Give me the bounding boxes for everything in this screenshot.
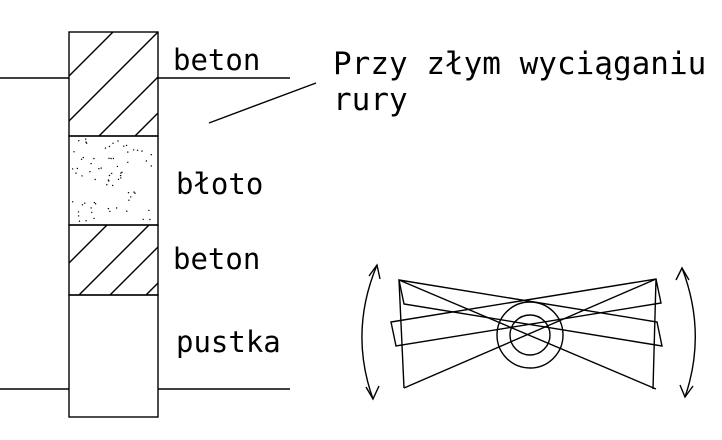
mud-dot [145,160,148,162]
mud-dot [108,157,110,159]
mud-dot [110,157,112,160]
bar-end-left [398,279,405,389]
mud-dot [108,174,111,177]
mud-dot [78,140,80,142]
mud-dot [128,199,130,201]
mud-dot [93,157,95,160]
mud-dot [150,154,152,156]
mud-dot [142,218,144,221]
mud-dot [81,175,83,177]
mud-dot [116,165,119,168]
mud-dot [94,203,97,205]
mud-dot [107,179,110,181]
mud-dot [84,202,86,204]
mud-dot [133,191,135,193]
mud-dot [115,207,118,209]
mud-dot [85,142,88,144]
mud-dot [112,184,114,187]
mud-dot [85,138,87,140]
void-layer [68,294,159,418]
mud-dot [117,140,119,142]
rotated-bar-lower [390,278,662,347]
label-void: pustka [176,325,281,359]
mud-dot [123,145,125,147]
mud-dot [85,141,87,143]
label-concrete-top: beton [173,43,260,77]
rotated-bar-upper [398,279,663,347]
mud-dot [127,192,130,194]
mud-dot [80,158,83,160]
mud-dot [112,157,115,160]
mud-dot [72,201,74,203]
mud-dot [127,151,129,153]
label-concrete-middle: beton [173,242,260,276]
mud-dot [121,171,123,173]
mud-dot [100,167,102,169]
concrete-hatch-middle [69,225,158,295]
mud-dot [98,168,100,170]
mud-dot [93,217,95,220]
bar-end-right [652,278,657,390]
mud-dot [136,149,139,151]
concrete-hatch-top [69,32,158,136]
soil-column [68,31,159,418]
mud-dot [127,161,129,163]
mud-dot [93,201,96,204]
mud-dot [125,144,128,147]
mud-dot [77,215,80,217]
mud-dot [134,192,136,194]
mud-layer-outline [68,135,159,226]
mud-dot [76,167,79,170]
mud-dot [77,211,80,213]
concrete-layer-top [68,31,159,137]
mud-dot [90,162,92,165]
mud-dot [130,196,132,198]
mud-layer [68,135,159,226]
pipe-outer-circle [496,301,564,369]
ground-lines [0,77,290,390]
mud-dot [82,156,85,159]
mud-dot [78,220,81,222]
mud-dot [107,207,110,210]
bar-diagonal-2 [403,278,657,389]
mud-dot [106,184,108,186]
mud-dot [94,178,96,181]
mud-dot [85,220,87,222]
mud-dot [109,210,111,213]
concrete-layer-top-outline [68,31,159,137]
annotation-line-2: rury [333,82,408,118]
mud-dot [126,210,128,212]
mud-dot [108,145,111,148]
mud-dot [112,142,114,144]
mud-dot [119,174,122,177]
mud-dots [71,138,152,222]
mud-dot [117,178,120,181]
pipe-rotation-sketch [361,263,696,401]
mud-dot [133,149,135,151]
mud-dot [111,172,113,175]
mud-dot [75,172,77,174]
label-mud: błoto [176,167,263,201]
annotation-line-1: Przy złym wyciąganiu [333,46,706,82]
rotation-arrow-right [675,266,696,399]
annotation-leader-line [208,82,317,124]
mud-dot [104,147,107,149]
mud-dot [71,168,74,170]
mud-dot [91,211,93,214]
mud-dot [148,209,150,212]
mud-dot [89,171,91,173]
pipe-inner-circle [509,314,551,356]
mud-dot [73,151,75,153]
mud-dot [141,150,143,152]
mud-dot [149,218,151,221]
mud-dot [90,207,92,209]
mud-dot [120,177,122,179]
rotation-arrow-left [361,263,381,401]
mud-dot [120,172,122,174]
mud-dot [81,204,84,206]
mud-dot [150,165,152,167]
